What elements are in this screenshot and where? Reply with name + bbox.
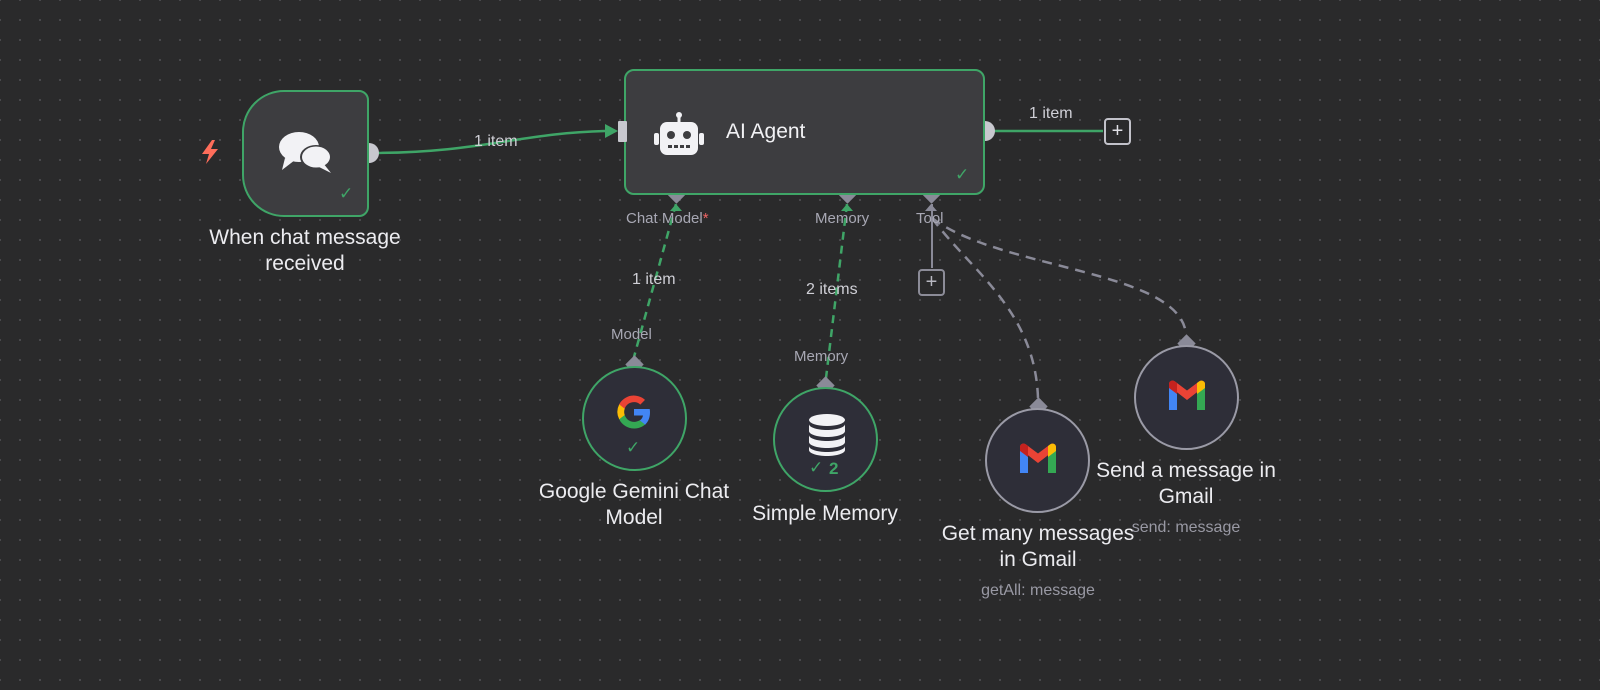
trigger-bolt-icon [199,139,221,170]
memory-label: Simple Memory [752,502,898,525]
edge-tool-to-gmail-get[interactable] [930,217,1040,399]
chat-bubbles-icon [277,130,335,181]
add-tool-button[interactable]: + [918,269,945,296]
node-chat-trigger[interactable]: ✓ [242,90,369,217]
success-check-icon: ✓ [809,458,824,477]
node-gmail-get-many[interactable] [985,408,1090,513]
google-icon [614,392,654,437]
port-marker [925,204,937,211]
gmail-get-subtitle: getAll: message [981,582,1095,599]
edge-label-trigger-to-agent: 1 item [474,133,518,150]
gmail-icon [1017,443,1059,480]
success-check-icon: ✓ [626,438,641,457]
port-marker [670,204,682,211]
port-marker [841,204,853,211]
edge-tool-to-gmail-send[interactable] [931,217,1188,335]
port-label-memory: Memory [815,210,870,227]
edge-memory-to-agent[interactable] [824,203,849,379]
edge-label-model-to-agent: 1 item [632,271,676,288]
ai-agent-title: AI Agent [726,120,806,143]
memory-port-label: Memory [794,348,849,365]
edge-trigger-to-agent[interactable] [369,129,606,155]
port-label-chat-model: Chat Model* [626,210,709,227]
node-google-gemini[interactable]: ✓ [582,366,687,471]
database-icon [808,413,846,462]
gmail-get-label: Get many messages in Gmail [941,522,1135,571]
success-check-icon: ✓ [955,165,970,184]
node-ai-agent[interactable]: AI Agent ✓ [624,69,985,195]
run-count-badge: 2 [829,459,839,478]
edge-model-to-agent[interactable] [632,203,678,358]
port-label-tool: Tool [916,210,944,227]
edge-label-memory-to-agent: 2 items [806,281,858,298]
node-simple-memory[interactable]: ✓ 2 [773,387,878,492]
edge-label-agent-output: 1 item [1029,105,1073,122]
add-node-button[interactable]: + [1104,118,1131,145]
gmail-send-label: Send a message in Gmail [1096,459,1276,508]
agent-input-handle[interactable] [618,121,627,142]
gmail-icon [1166,380,1208,417]
robot-icon [652,111,706,162]
chat-trigger-label: When chat message received [209,226,401,275]
edge-arrowhead [605,124,618,138]
gmail-send-subtitle: send: message [1131,519,1241,536]
node-gmail-send[interactable] [1134,345,1239,450]
gemini-label: Google Gemini Chat Model [538,480,730,529]
success-check-icon: ✓ [339,184,354,203]
gemini-port-label: Model [611,326,652,343]
